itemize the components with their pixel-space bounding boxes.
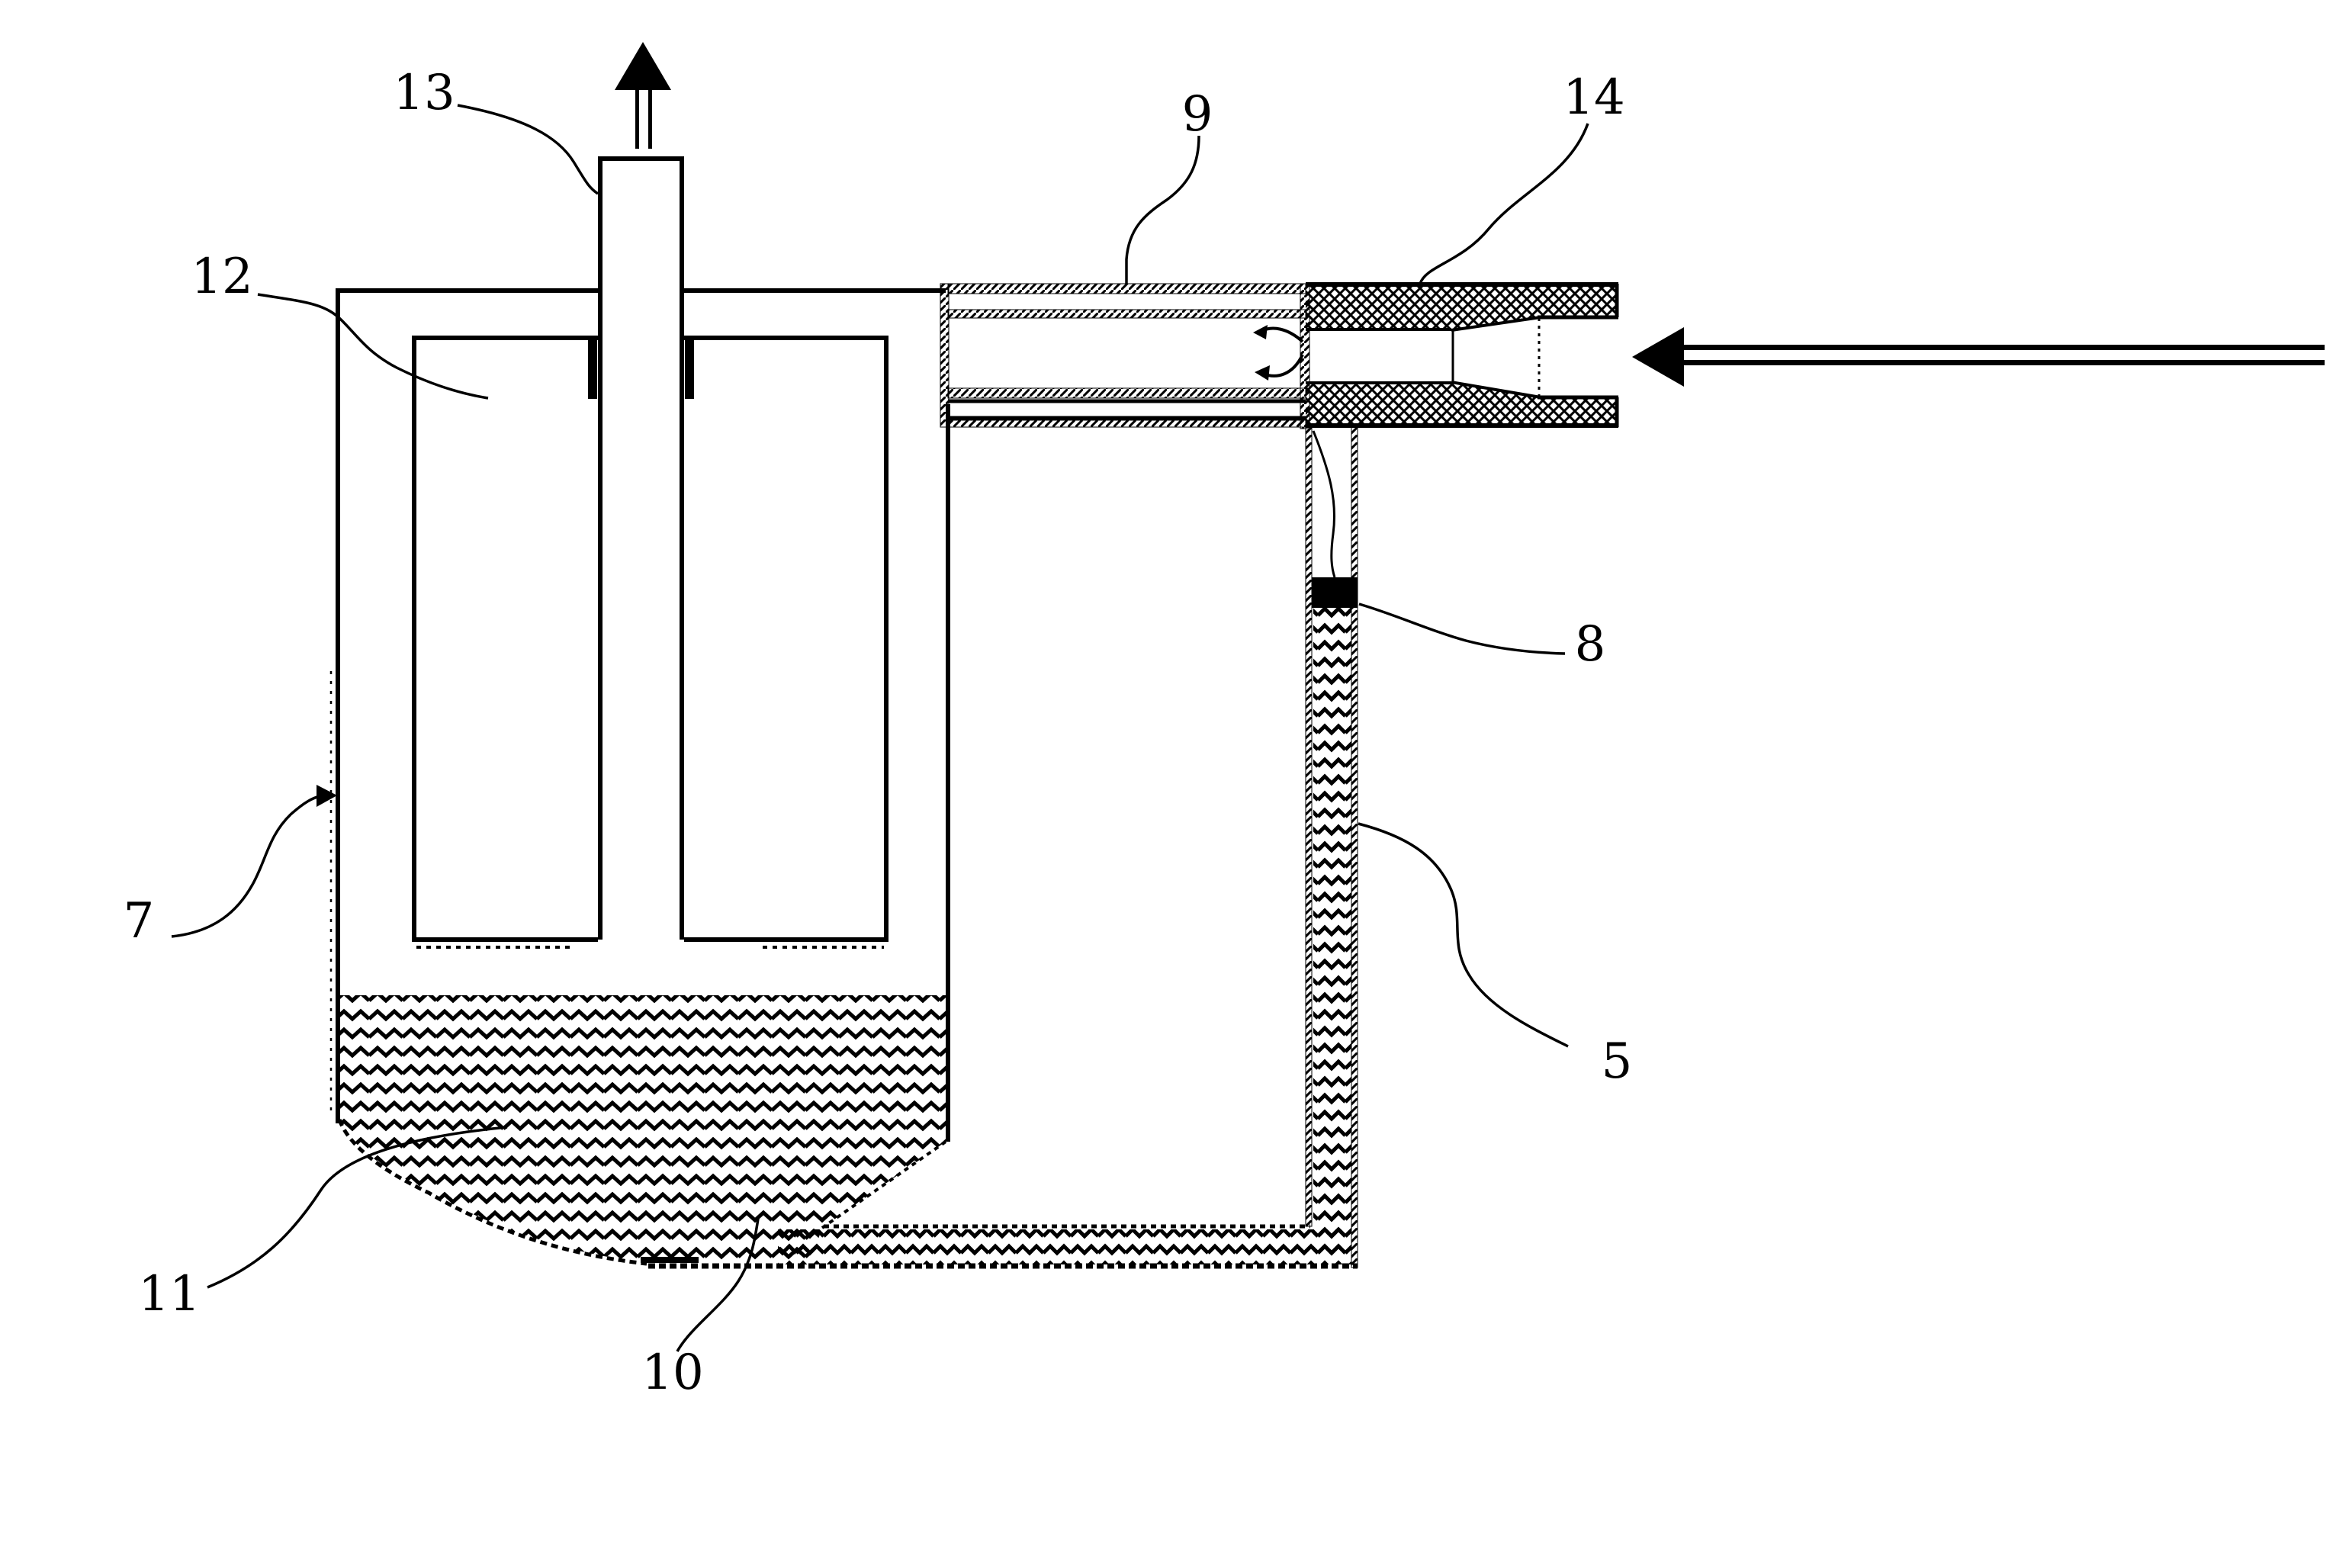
chamber-bottom-edge-left	[416, 937, 598, 942]
tube-right-wall	[680, 156, 684, 940]
vertical-return-pipe	[1305, 425, 1358, 1268]
chamber-right-wall	[884, 336, 889, 942]
pipe9-left-closure	[940, 283, 950, 428]
nozzle-cone-top-wall	[1451, 316, 1541, 332]
flow-arrow-upper-tail	[1261, 326, 1304, 343]
exhaust-tube	[598, 42, 684, 940]
liquid-bath	[337, 995, 947, 1266]
flow-arrow-lower-head-icon	[1255, 365, 1270, 381]
leader-14	[1419, 123, 1589, 284]
leader-9	[1125, 135, 1200, 284]
inner-chamber	[412, 336, 889, 949]
pipe9-outer-bottom-band	[947, 419, 1306, 428]
mixing-pipe-9	[940, 283, 1306, 428]
wall-pointer-arrowhead-icon	[317, 785, 337, 807]
chamber-top-edge-left	[416, 336, 598, 340]
vpipe-left-wall	[1305, 425, 1313, 1227]
outer-vessel	[329, 288, 950, 1142]
restrictor-block	[1312, 577, 1358, 608]
tube-collar-left	[588, 338, 597, 399]
reference-labels: 13 12 9 14 8 5 7 11 10	[124, 65, 1633, 1401]
leader-8	[1358, 602, 1566, 655]
pipe9-inner-bottom-band	[947, 387, 1306, 399]
liquid-fill	[339, 995, 946, 1263]
leader-11	[207, 1126, 508, 1289]
label-7: 7	[124, 893, 155, 949]
label-12: 12	[191, 249, 252, 305]
vessel-left-wall	[336, 288, 340, 1123]
flow-arrow-upper-head-icon	[1253, 325, 1268, 339]
flow-arrows	[1253, 325, 1304, 381]
tube-left-wall	[598, 156, 603, 940]
nozzle-top-body	[1306, 284, 1618, 331]
tube-top-edge	[598, 156, 684, 161]
venturi-nozzle	[1300, 282, 1619, 429]
tube-collar-right	[685, 338, 694, 399]
chamber-top-edge-right	[684, 336, 884, 340]
label-14: 14	[1563, 69, 1624, 126]
vpipe-internal-leader	[1312, 430, 1336, 578]
nozzle-cone-bottom-wall	[1451, 381, 1541, 399]
inlet-arrow-shaft-top	[1678, 345, 2325, 350]
leader-5	[1358, 822, 1569, 1048]
vessel-top-edge-right	[684, 288, 946, 293]
leader-7	[171, 795, 321, 938]
exhaust-arrow-shaft-right	[648, 88, 652, 149]
bottom-drain-pipe	[641, 1224, 1358, 1269]
pipe9-outer-top-band	[947, 283, 1306, 294]
exhaust-arrow-icon	[615, 42, 671, 149]
leader-12	[257, 293, 489, 400]
vessel-top-edge-left	[336, 288, 598, 293]
label-9: 9	[1182, 86, 1213, 143]
label-8: 8	[1575, 616, 1606, 673]
bottom-pipe-fill	[778, 1229, 1351, 1264]
vessel-right-wall	[946, 404, 950, 1142]
inlet-arrow-head	[1632, 327, 1684, 387]
exhaust-arrow-head	[615, 42, 671, 90]
vpipe-right-wall	[1351, 425, 1358, 1268]
leader-lines	[171, 104, 1589, 1352]
vpipe-wave-fill	[1313, 608, 1351, 1264]
leader-13	[457, 104, 599, 195]
leader-10	[676, 1218, 760, 1352]
chamber-bottom-edge-right	[684, 937, 884, 942]
chamber-left-wall	[412, 336, 416, 942]
nozzle-bottom-body	[1306, 381, 1618, 427]
inlet-arrow-icon	[1632, 327, 2325, 387]
label-13: 13	[393, 65, 455, 121]
vessel-bottom-right-slope	[821, 1140, 947, 1229]
inlet-arrow-shaft-bottom	[1678, 360, 2325, 365]
label-11: 11	[138, 1266, 200, 1322]
label-5: 5	[1602, 1033, 1633, 1090]
label-10: 10	[641, 1345, 703, 1401]
exhaust-arrow-shaft-left	[635, 88, 639, 149]
pipe9-inner-top-band	[947, 309, 1306, 319]
